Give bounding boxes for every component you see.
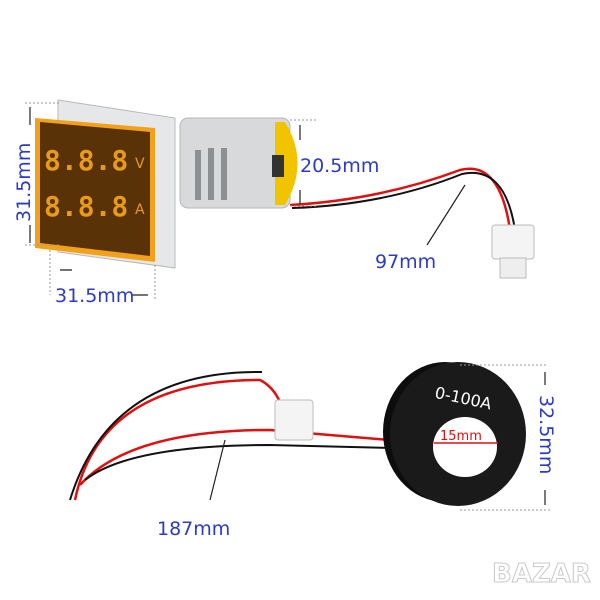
meter-wires xyxy=(289,167,535,279)
voltmeter-ammeter: 8.8.8 8.8.8 V A xyxy=(35,99,298,269)
ct-outer-diameter-label: 32.5mm xyxy=(535,395,557,474)
meter-width-label: 31.5mm xyxy=(55,285,134,307)
meter-dimensions: 31.5mm 31.5mm 20.5mm 97mm xyxy=(13,102,466,307)
ct-hole-label: 15mm xyxy=(440,429,482,444)
display-bottom-digits: 8.8.8 xyxy=(44,190,128,223)
meter-body-diameter-label: 20.5mm xyxy=(300,155,379,177)
unit-amp: A xyxy=(135,202,145,218)
meter-height-label: 31.5mm xyxy=(13,143,35,222)
current-transformer: 0-100A 15mm xyxy=(383,362,526,506)
bazar-watermark-logo: BAZAR xyxy=(492,559,591,589)
ct-wire-length-label: 187mm xyxy=(157,518,230,540)
current-transformer-wires xyxy=(69,370,391,501)
unit-volt: V xyxy=(135,156,145,172)
display-top-digits: 8.8.8 xyxy=(44,144,128,177)
ct-dimensions: 32.5mm 187mm xyxy=(157,364,557,540)
meter-wire-length-label: 97mm xyxy=(375,251,436,273)
